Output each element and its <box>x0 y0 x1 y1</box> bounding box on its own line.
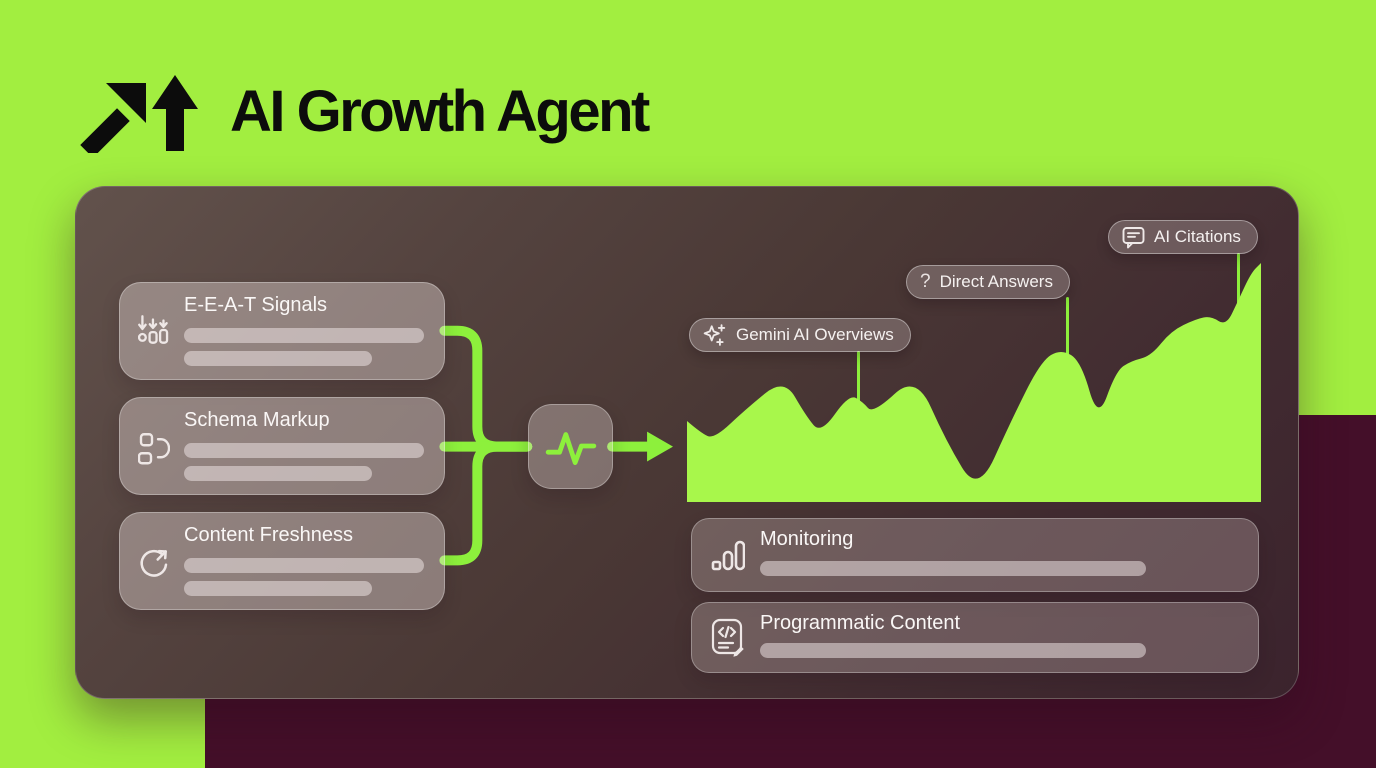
skeleton-bar <box>760 561 1146 576</box>
card-schema-markup: Schema Markup <box>119 397 445 495</box>
card-title: Programmatic Content <box>760 612 961 634</box>
refresh-icon <box>133 537 175 591</box>
skeleton-bar <box>184 443 424 458</box>
skeleton-bar <box>184 558 424 573</box>
processor-box <box>528 404 613 489</box>
diagram-panel: E-E-A-T Signals Schema Markup <box>75 186 1299 699</box>
skeleton-bar <box>184 351 372 366</box>
annotation-pill-ai-citations: AI Citations <box>1108 220 1258 254</box>
card-programmatic-content: Programmatic Content <box>691 602 1259 673</box>
annotation-label: Direct Answers <box>939 272 1053 291</box>
bar-chart-icon <box>707 528 749 582</box>
annotation-line-citations <box>1237 253 1240 313</box>
annotation-line-direct <box>1066 297 1069 357</box>
annotation-label: Gemini AI Overviews <box>736 325 894 344</box>
annotation-line-gemini <box>857 351 860 407</box>
connector-top <box>439 325 533 452</box>
skeleton-bar <box>184 581 372 596</box>
header: AI Growth Agent <box>78 70 650 154</box>
connector-bottom <box>439 441 533 566</box>
card-title: E-E-A-T Signals <box>184 294 328 316</box>
skeleton-bar <box>184 328 424 343</box>
annotation-label: AI Citations <box>1154 227 1241 246</box>
card-title: Schema Markup <box>184 409 330 431</box>
schema-icon <box>133 422 175 476</box>
pulse-icon <box>545 431 596 465</box>
comment-icon <box>1122 226 1145 248</box>
annotation-pill-gemini-ai-overviews: Gemini AI Overviews <box>689 318 911 352</box>
arrow-right-icon <box>647 431 674 462</box>
annotation-pill-direct-answers: ? Direct Answers <box>906 265 1070 299</box>
skeleton-bar <box>760 643 1146 658</box>
card-content-freshness: Content Freshness <box>119 512 445 610</box>
card-title: Content Freshness <box>184 524 353 546</box>
growth-area-chart <box>687 263 1261 502</box>
growth-arrows-icon <box>80 75 198 153</box>
card-title: Monitoring <box>760 528 854 550</box>
code-document-icon <box>707 611 749 665</box>
question-icon: ? <box>920 271 931 292</box>
signals-sort-icon <box>133 307 175 361</box>
skeleton-bar <box>184 466 372 481</box>
card-eeat-signals: E-E-A-T Signals <box>119 282 445 380</box>
card-monitoring: Monitoring <box>691 518 1259 592</box>
sparkle-icon <box>703 324 726 346</box>
page-title: AI Growth Agent <box>230 79 650 144</box>
